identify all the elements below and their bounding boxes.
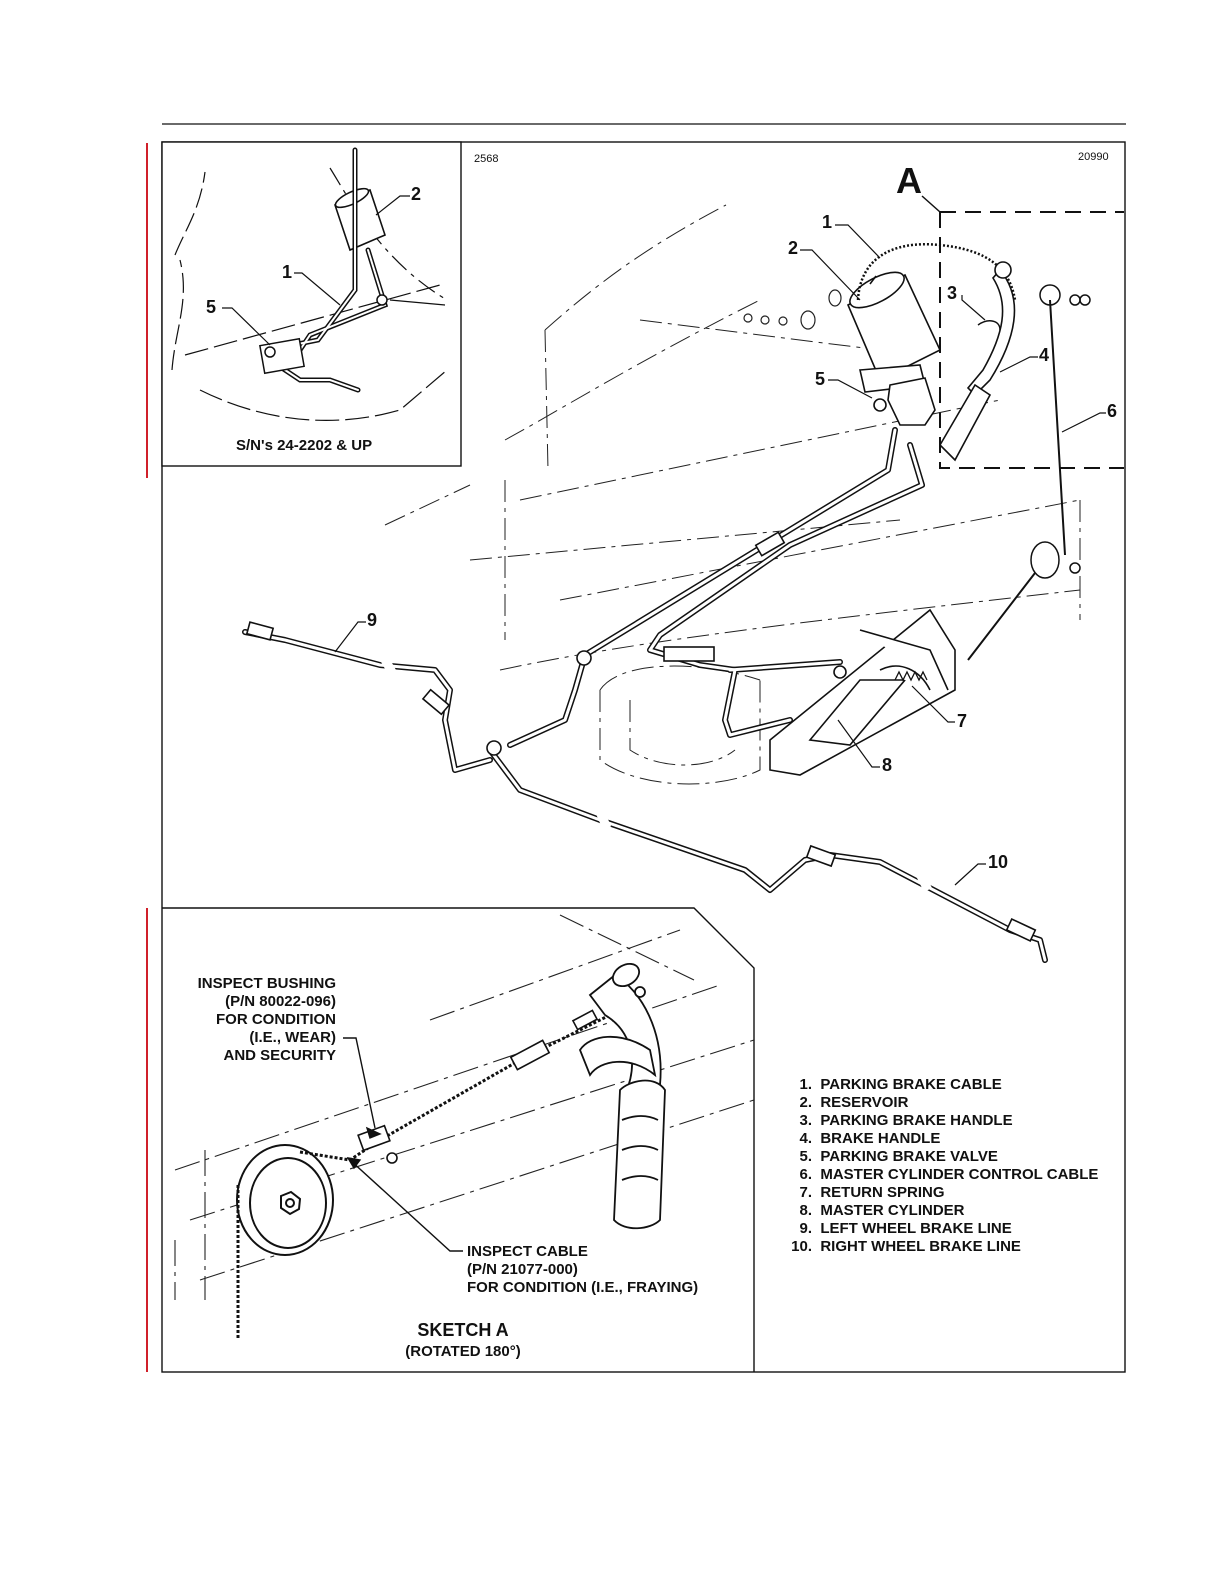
callout-4: 4 [1039, 345, 1050, 365]
legend-label: LEFT WHEEL BRAKE LINE [820, 1220, 1012, 1237]
inset-callout-2: 2 [411, 184, 422, 204]
cable-note: INSPECT CABLE (P/N 21077-000) FOR CONDIT… [467, 1243, 698, 1297]
legend-item: 1. PARKING BRAKE CABLE [786, 1076, 1098, 1094]
legend-num: 10. [791, 1238, 812, 1255]
bushing-note: INSPECT BUSHING (P/N 80022-096) FOR COND… [160, 975, 336, 1065]
legend-label: RESERVOIR [820, 1094, 909, 1111]
brake-handle-drawing [938, 261, 1016, 462]
detail-a-leader [921, 195, 941, 213]
legend-num: 6. [799, 1166, 812, 1183]
legend-label: PARKING BRAKE HANDLE [820, 1112, 1013, 1129]
inset-valve [259, 294, 388, 375]
handle-pivot [977, 284, 1091, 331]
callout-3: 3 [947, 283, 958, 303]
legend-num: 3. [799, 1112, 812, 1129]
callout-10: 10 [988, 852, 1009, 872]
legend-item: 6. MASTER CYLINDER CONTROL CABLE [786, 1166, 1098, 1184]
legend-label: PARKING BRAKE VALVE [820, 1148, 998, 1165]
legend-label: PARKING BRAKE CABLE [820, 1076, 1002, 1093]
master-cylinder-drawing [769, 608, 956, 776]
legend-num: 9. [799, 1220, 812, 1237]
inset-leaders [222, 195, 410, 346]
callout-2: 2 [788, 238, 799, 258]
sketch-a-subtitle: (ROTATED 180°) [405, 1343, 521, 1360]
legend-num: 1. [799, 1076, 812, 1093]
callout-6: 6 [1107, 401, 1118, 421]
control-cable [967, 299, 1066, 661]
sketch-a-bushing [357, 1124, 398, 1164]
legend-item: 5. PARKING BRAKE VALVE [786, 1148, 1098, 1166]
legend-num: 4. [799, 1130, 812, 1147]
legend-num: 8. [799, 1202, 812, 1219]
inset-caption: S/N's 24-2202 & UP [236, 437, 373, 454]
bushing-note-line: INSPECT BUSHING [197, 975, 336, 992]
inset-reservoir [334, 187, 386, 252]
figure-frame [161, 141, 1126, 1373]
legend-item: 8. MASTER CYLINDER [786, 1202, 1098, 1220]
cable-note-line: (P/N 21077-000) [467, 1261, 578, 1278]
callout-5: 5 [815, 369, 826, 389]
bushing-note-line: (P/N 80022-096) [225, 993, 336, 1010]
inset-drawing [171, 167, 448, 421]
legend-num: 2. [799, 1094, 812, 1111]
inset-frame [161, 141, 462, 467]
sketch-a-handle [578, 962, 666, 1230]
main-leaders [334, 224, 1106, 886]
cable-note-line: FOR CONDITION (I.E., FRAYING) [467, 1279, 699, 1296]
inset-callout-1: 1 [282, 262, 293, 282]
figure-number-left: 2568 [474, 153, 499, 165]
bushing-note-line: AND SECURITY [223, 1047, 336, 1064]
legend-item: 9. LEFT WHEEL BRAKE LINE [786, 1220, 1098, 1238]
firewall-holes [743, 289, 842, 330]
sketch-a-turnbuckle [509, 1009, 599, 1071]
legend-item: 3. PARKING BRAKE HANDLE [786, 1112, 1098, 1130]
parking-brake-cable [856, 243, 1017, 301]
callout-8: 8 [882, 755, 893, 775]
line-break-marks [380, 655, 933, 893]
view-letter: A [896, 160, 922, 201]
sketch-a-title: SKETCH A [417, 1320, 509, 1340]
callout-7: 7 [957, 711, 968, 731]
fittings [245, 531, 1037, 942]
legend-label: RIGHT WHEEL BRAKE LINE [820, 1238, 1021, 1255]
legend-num: 7. [799, 1184, 812, 1201]
legend-label: BRAKE HANDLE [820, 1130, 941, 1147]
figure-number-right: 20990 [1078, 151, 1109, 163]
parts-legend: 1. PARKING BRAKE CABLE 2. RESERVOIR 3. P… [786, 1076, 1098, 1256]
legend-num: 5. [799, 1148, 812, 1165]
sketch-a-frame [162, 907, 755, 1372]
sketch-a-leaders [343, 1037, 463, 1252]
callout-9: 9 [367, 610, 378, 630]
cable-note-line: INSPECT CABLE [467, 1243, 588, 1260]
bushing-note-line: FOR CONDITION [216, 1011, 336, 1028]
callout-1: 1 [822, 212, 833, 232]
legend-item: 10. RIGHT WHEEL BRAKE LINE [786, 1238, 1098, 1256]
legend-item: 7. RETURN SPRING [786, 1184, 1098, 1202]
legend-label: RETURN SPRING [820, 1184, 945, 1201]
sketch-a-pulley [236, 1144, 334, 1256]
valve-drawing [859, 364, 936, 426]
legend-label: MASTER CYLINDER [820, 1202, 965, 1219]
return-spring-drawing [894, 670, 928, 682]
legend-item: 4. BRAKE HANDLE [786, 1130, 1098, 1148]
detail-a-dashed-box [939, 211, 1124, 469]
lower-pulley [1030, 541, 1081, 579]
reservoir-drawing [846, 271, 942, 382]
inset-callout-5: 5 [206, 297, 217, 317]
legend-item: 2. RESERVOIR [786, 1094, 1098, 1112]
bushing-note-line: (I.E., WEAR) [249, 1029, 336, 1046]
legend-label: MASTER CYLINDER CONTROL CABLE [820, 1166, 1099, 1183]
